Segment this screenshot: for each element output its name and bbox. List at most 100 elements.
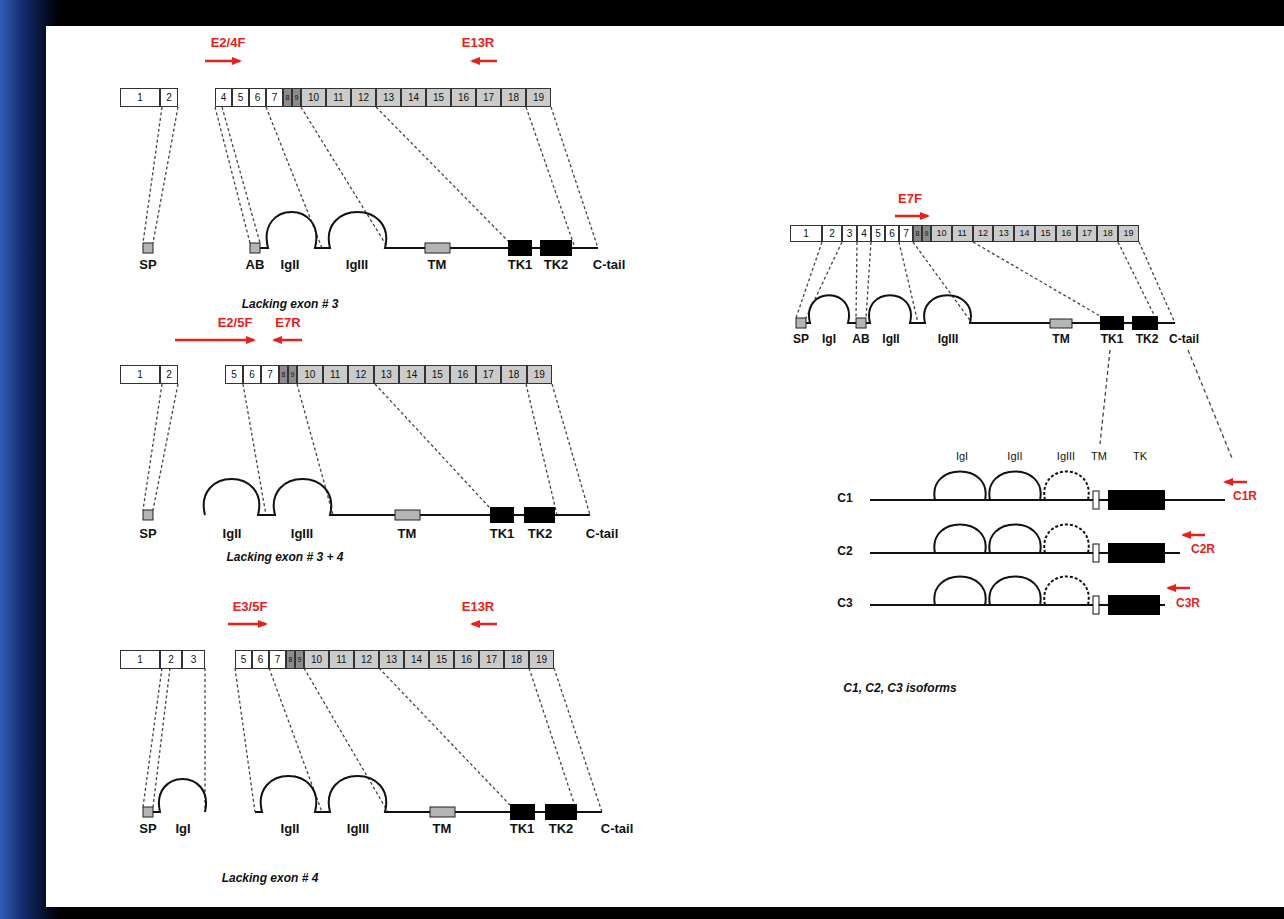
domain-label: IgII [281, 822, 300, 837]
primer-label: C3R [1176, 597, 1200, 611]
exon-number: 16 [1061, 229, 1071, 238]
exon-box: 10 [304, 650, 329, 669]
exon-box: 9 [295, 650, 304, 669]
exon-box: 4 [857, 225, 871, 242]
exon-box: 2 [160, 365, 178, 384]
primer-arrow [228, 623, 266, 626]
primer-arrow [175, 339, 254, 342]
exon-number: 10 [936, 229, 946, 238]
exon-box: 18 [501, 88, 526, 107]
exon-box: 13 [374, 365, 400, 384]
exon-number: 15 [432, 370, 443, 380]
exon-number: 1 [803, 229, 809, 239]
panel-caption: C1, C2, C3 isoforms [843, 682, 956, 696]
ab-domain [856, 318, 866, 328]
exon-box: 8 [913, 225, 922, 242]
isoform-name: C1 [837, 492, 852, 506]
exon-box: 8 [286, 650, 295, 669]
protein-panel-full [796, 295, 1175, 330]
exon-number: 6 [255, 93, 261, 103]
exon-box: 12 [973, 225, 994, 242]
exon-box: 17 [476, 88, 501, 107]
primer-arrow [205, 60, 240, 63]
tk-domain [490, 507, 514, 523]
exon-number: 13 [386, 655, 397, 665]
exon-number: 19 [1124, 229, 1134, 238]
exon-number: 14 [1020, 229, 1030, 238]
exon-box: 19 [529, 650, 554, 669]
tk-domain [1108, 543, 1165, 563]
exon-box: 14 [1014, 225, 1035, 242]
domain-label: TM [1052, 333, 1069, 347]
exon-number: 5 [238, 93, 244, 103]
exon-box: 3 [842, 225, 857, 242]
exon-box: 3 [182, 650, 205, 669]
exon-box: 18 [501, 365, 527, 384]
domain-header: IgII [1007, 450, 1022, 463]
domain-label: IgIII [291, 527, 313, 542]
exon-number: 15 [433, 93, 444, 103]
domain-label: TK1 [1101, 333, 1124, 347]
protein-panel-1 [143, 212, 598, 256]
tm-domain [1093, 544, 1099, 562]
exon-box: 15 [426, 88, 451, 107]
exon-box: 5 [871, 225, 885, 242]
sp-domain [143, 243, 153, 253]
exon-box: 6 [243, 365, 261, 384]
tk-domain [1100, 316, 1124, 330]
exon-number: 8 [282, 371, 286, 378]
exon-box: 18 [504, 650, 529, 669]
exon-box: 15 [425, 365, 451, 384]
exon-box: 1 [120, 88, 160, 107]
exon-number: 17 [483, 93, 494, 103]
exon-number: 17 [483, 370, 494, 380]
tm-domain [425, 243, 450, 253]
exon-number: 15 [1040, 229, 1050, 238]
exon-number: 15 [436, 655, 447, 665]
exon-box: 13 [376, 88, 401, 107]
exon-box: 12 [354, 650, 379, 669]
domain-label: TK2 [544, 258, 569, 273]
domain-label: AB [852, 333, 869, 347]
exon-box: 16 [454, 650, 479, 669]
domain-label: TM [398, 527, 417, 542]
sp-domain [143, 510, 153, 520]
exon-number: 11 [336, 655, 346, 665]
exon-box: 19 [526, 88, 551, 107]
domain-label: C-tail [593, 258, 626, 273]
primer-arrows [175, 61, 1247, 624]
exon-box: 7 [266, 88, 283, 107]
exon-number: 7 [275, 655, 281, 665]
exon-number: 2 [168, 655, 174, 665]
exon-box: 1 [120, 650, 160, 669]
primer-arrow [1168, 587, 1190, 590]
exon-box: 5 [235, 650, 252, 669]
tk-domain [508, 240, 532, 256]
exon-number: 18 [508, 93, 519, 103]
domain-label: TK1 [508, 258, 533, 273]
isoform-rows [870, 472, 1225, 616]
domain-label: TM [433, 822, 452, 837]
domain-label: SP [139, 822, 156, 837]
tk-domain [1132, 316, 1158, 330]
primer-arrow [274, 339, 302, 342]
exon-box: 2 [160, 88, 178, 107]
exon-box: 13 [379, 650, 404, 669]
exon-number: 7 [267, 370, 273, 380]
exon-box: 7 [269, 650, 286, 669]
exon-number: 14 [406, 370, 417, 380]
domain-header: IgIII [1057, 450, 1075, 463]
primer-label: E13R [462, 600, 495, 615]
exon-number: 8 [916, 230, 920, 237]
exon-box: 9 [292, 88, 301, 107]
exon-box: 10 [297, 365, 323, 384]
exon-number: 5 [241, 655, 247, 665]
exon-box: 7 [261, 365, 279, 384]
exon-box: 17 [476, 365, 502, 384]
exon-number: 18 [508, 370, 519, 380]
panel-caption: Lacking exon # 3 + 4 [226, 551, 343, 565]
exon-box: 2 [160, 650, 182, 669]
exon-number: 14 [411, 655, 422, 665]
primer-label: E13R [462, 36, 495, 51]
tm-domain [430, 807, 455, 817]
